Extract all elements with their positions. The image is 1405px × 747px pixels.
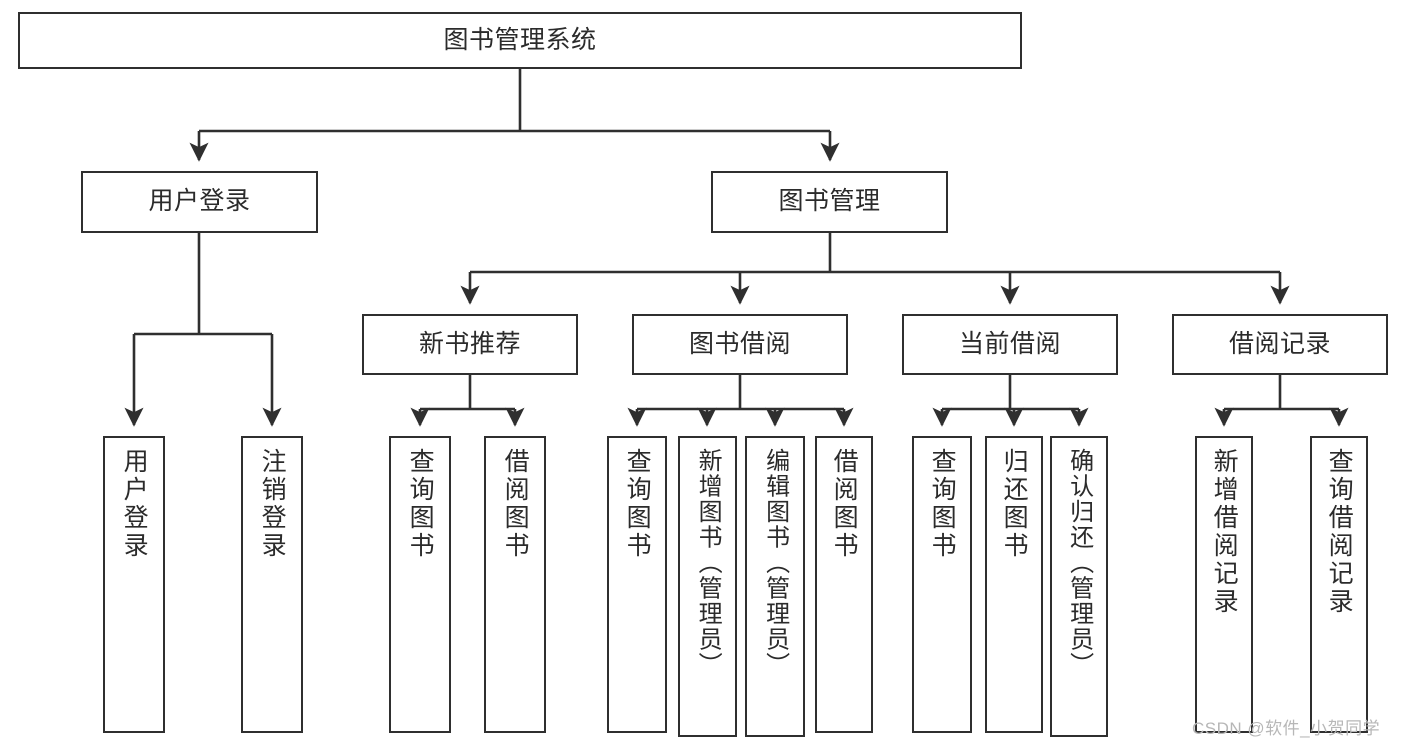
node-leaf-return-book[interactable]: 归还图书 bbox=[985, 436, 1043, 733]
node-label: 归还图书 bbox=[1000, 448, 1029, 560]
node-label: 用户登录 bbox=[120, 448, 149, 560]
node-user-login[interactable]: 用户登录 bbox=[81, 171, 318, 233]
node-leaf-query-book-1[interactable]: 查询图书 bbox=[389, 436, 451, 733]
node-current-borrow[interactable]: 当前借阅 bbox=[902, 314, 1118, 375]
node-leaf-query-book-3[interactable]: 查询图书 bbox=[912, 436, 972, 733]
node-label: 借阅图书 bbox=[501, 448, 530, 560]
node-label: 编辑图书（管理员） bbox=[761, 448, 789, 678]
node-leaf-query-record[interactable]: 查询借阅记录 bbox=[1310, 436, 1368, 733]
node-label: 确认归还（管理员） bbox=[1065, 448, 1093, 678]
node-label: 查询图书 bbox=[928, 448, 957, 560]
node-book-borrow[interactable]: 图书借阅 bbox=[632, 314, 848, 375]
node-label: 注销登录 bbox=[258, 448, 287, 560]
watermark: CSDN @软件_小贺同学 bbox=[1192, 719, 1381, 738]
node-leaf-user-login[interactable]: 用户登录 bbox=[103, 436, 165, 733]
node-label: 图书管理系统 bbox=[443, 25, 597, 54]
node-leaf-add-record[interactable]: 新增借阅记录 bbox=[1195, 436, 1253, 733]
node-label: 借阅记录 bbox=[1228, 329, 1331, 358]
node-new-book-rec[interactable]: 新书推荐 bbox=[362, 314, 578, 375]
node-label: 图书管理 bbox=[778, 187, 881, 216]
node-leaf-logout[interactable]: 注销登录 bbox=[241, 436, 303, 733]
node-label: 图书借阅 bbox=[688, 329, 791, 358]
node-label: 用户登录 bbox=[148, 187, 251, 216]
node-leaf-confirm-return[interactable]: 确认归还（管理员） bbox=[1050, 436, 1108, 737]
node-label: 借阅图书 bbox=[830, 448, 859, 560]
node-label: 查询图书 bbox=[623, 448, 652, 560]
node-leaf-query-book-2[interactable]: 查询图书 bbox=[607, 436, 667, 733]
node-label: 新增借阅记录 bbox=[1210, 448, 1239, 616]
node-borrow-record[interactable]: 借阅记录 bbox=[1172, 314, 1388, 375]
node-root[interactable]: 图书管理系统 bbox=[18, 12, 1022, 69]
node-leaf-borrow-book-2[interactable]: 借阅图书 bbox=[815, 436, 873, 733]
node-label: 当前借阅 bbox=[958, 329, 1061, 358]
node-label: 查询图书 bbox=[406, 448, 435, 560]
node-book-manage[interactable]: 图书管理 bbox=[711, 171, 948, 233]
node-leaf-add-book[interactable]: 新增图书（管理员） bbox=[678, 436, 737, 737]
node-label: 新书推荐 bbox=[418, 329, 521, 358]
node-leaf-edit-book[interactable]: 编辑图书（管理员） bbox=[745, 436, 805, 737]
node-label: 新增图书（管理员） bbox=[694, 448, 722, 678]
node-label: 查询借阅记录 bbox=[1325, 448, 1354, 616]
node-leaf-borrow-book-1[interactable]: 借阅图书 bbox=[484, 436, 546, 733]
